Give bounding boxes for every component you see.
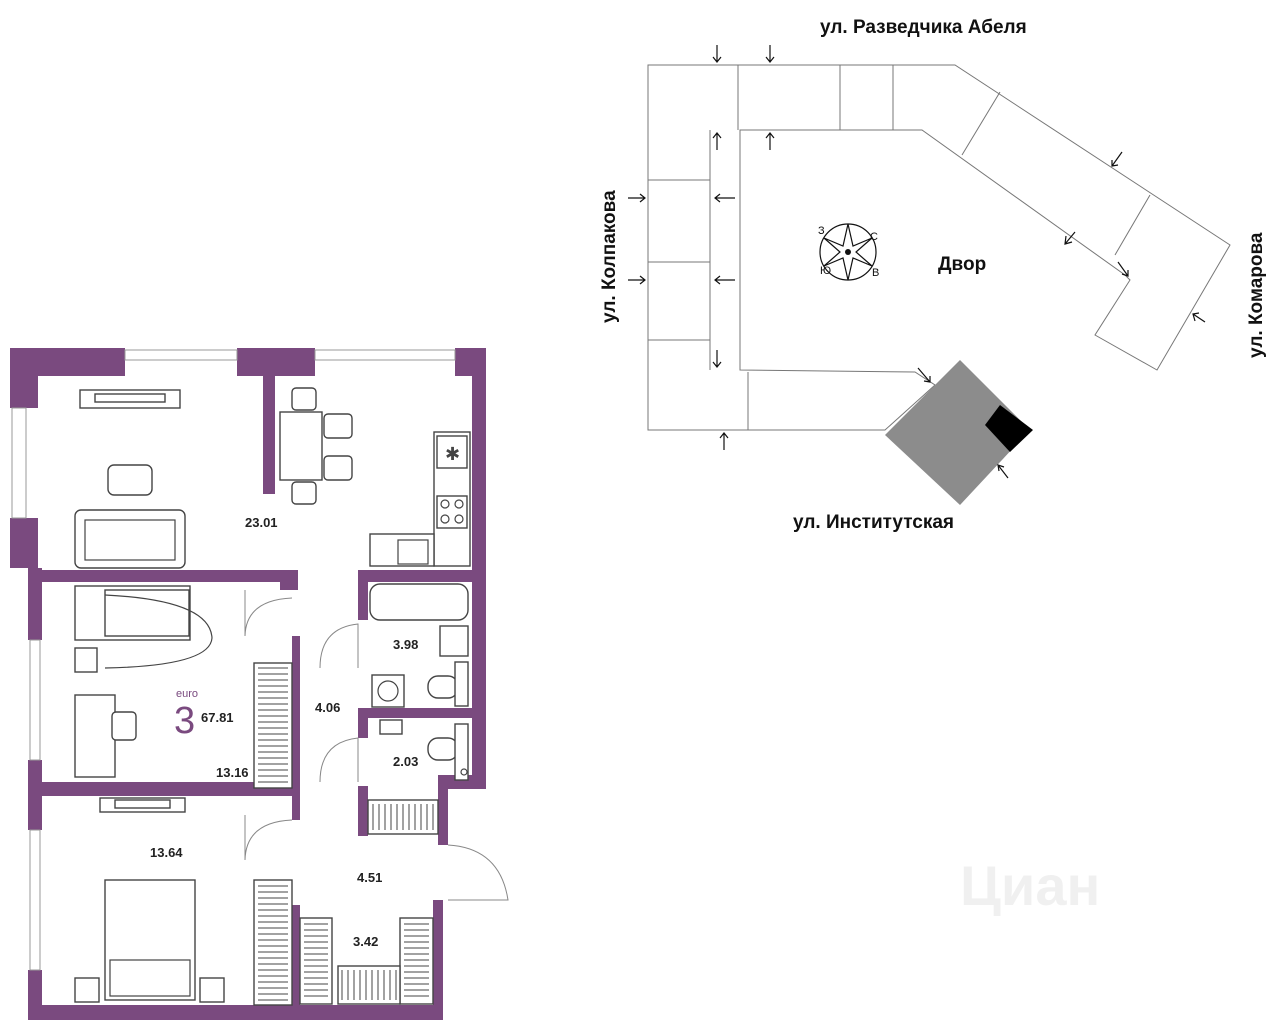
freezer-icon: ✱ — [445, 444, 460, 464]
area-bedroom-1: 13.16 — [216, 765, 249, 780]
area-living-kitchen: 23.01 — [245, 515, 278, 530]
site-plan: С В Ю З Двор ул. Разведчика Абеля ул. Ин… — [599, 17, 1267, 533]
section-dividers — [648, 65, 1151, 430]
street-north: ул. Разведчика Абеля — [820, 17, 1027, 38]
bathroom-furniture — [369, 583, 469, 781]
compass-north: С — [870, 231, 878, 243]
highlighted-building — [885, 360, 1030, 505]
door-swings — [244, 590, 509, 901]
compass: С В Ю З — [818, 223, 879, 281]
rooms-count: 3 — [174, 700, 195, 742]
living-kitchen-furniture: ✱ — [74, 387, 471, 569]
closets — [258, 667, 439, 1005]
room-area-labels: 23.01 13.16 13.64 4.06 3.98 2.03 4.51 3.… — [150, 515, 418, 949]
apartment-summary: euro 3 67.81 — [174, 688, 234, 742]
building-outline — [647, 64, 1231, 431]
street-east: ул. Комарова — [1246, 232, 1267, 358]
bedroom-1-furniture — [74, 585, 293, 789]
entrance-arrows — [628, 45, 1206, 479]
hanger-marks — [258, 667, 434, 1001]
total-area: 67.81 — [201, 710, 234, 725]
apartment-plan: ✱ — [10, 348, 509, 1020]
area-hall: 4.51 — [357, 870, 382, 885]
selected-section — [985, 405, 1033, 452]
area-corridor: 4.06 — [315, 700, 340, 715]
outer-walls — [10, 348, 486, 1020]
courtyard-label: Двор — [938, 254, 986, 275]
street-south: ул. Институтская — [793, 512, 954, 533]
street-west: ул. Колпакова — [599, 190, 620, 323]
area-bedroom-2: 13.64 — [150, 845, 183, 860]
watermark: Циан — [960, 854, 1100, 917]
area-bathroom: 3.98 — [393, 637, 418, 652]
compass-west: З — [818, 225, 825, 237]
compass-south: Ю — [820, 265, 831, 277]
interior-walls — [42, 376, 472, 1005]
compass-east: В — [872, 267, 879, 279]
area-toilet: 2.03 — [393, 754, 418, 769]
bedroom-2-furniture — [74, 797, 293, 1006]
area-wardrobe: 3.42 — [353, 934, 378, 949]
class-label: euro — [176, 688, 198, 700]
windows — [11, 349, 456, 971]
